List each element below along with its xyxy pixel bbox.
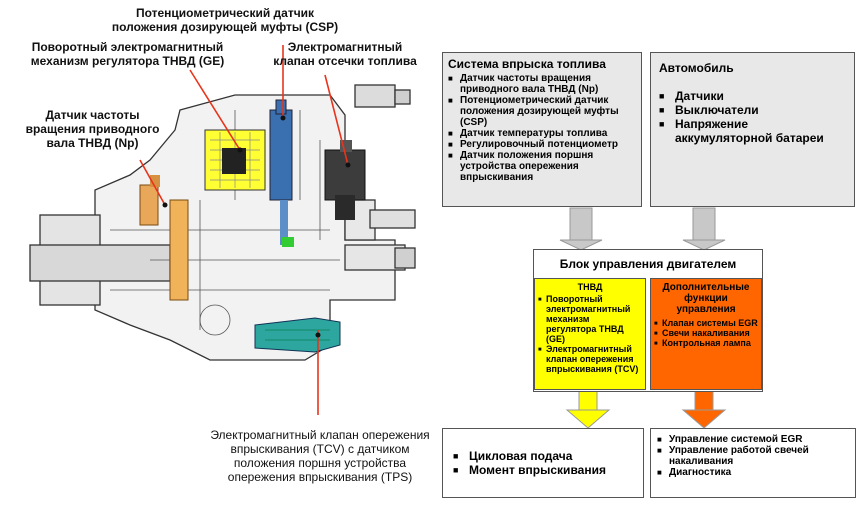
ge-mechanism-highlight bbox=[204, 129, 266, 191]
extra-box: Дополнительные функции управления Клапан… bbox=[650, 278, 762, 390]
pump-item: Электромагнитный клапан опережения впрыс… bbox=[538, 344, 642, 374]
green-element-highlight bbox=[282, 237, 294, 247]
fuel-system-title: Система впрыска топлива bbox=[448, 57, 606, 71]
label-tcv: Электромагнитный клапан опережения впрыс… bbox=[210, 428, 430, 484]
fuel-item: Потенциометрический датчик положения доз… bbox=[448, 95, 636, 128]
ecu-title: Блок управления двигателем bbox=[559, 257, 737, 271]
extra-title: Дополнительные функции управления bbox=[662, 282, 750, 315]
vehicle-item: Выключатели bbox=[659, 103, 846, 117]
orange-arrow bbox=[681, 389, 727, 429]
extra-item: Контрольная лампа bbox=[654, 338, 758, 349]
vehicle-item: Датчики bbox=[659, 89, 846, 103]
pump-item: Поворотный электромагнитный механизм рег… bbox=[538, 294, 642, 344]
extra-item: Свечи накаливания bbox=[654, 328, 758, 339]
csp-sensor-highlight bbox=[269, 109, 293, 201]
fuel-system-box: Система впрыска топлива Датчик частоты в… bbox=[442, 52, 642, 207]
fuel-item: Датчик температуры топлива bbox=[448, 128, 636, 139]
pump-box: ТНВД Поворотный электромагнитный механиз… bbox=[534, 278, 646, 390]
output-left-item: Цикловая подача bbox=[453, 449, 633, 463]
label-ge: Поворотный электромагнитный механизм рег… bbox=[30, 40, 225, 68]
output-left-box: Цикловая подача Момент впрыскивания bbox=[442, 428, 644, 498]
pump-title: ТНВД bbox=[577, 282, 603, 292]
output-left-item: Момент впрыскивания bbox=[453, 463, 633, 477]
label-np: Датчик частоты вращения приводного вала … bbox=[25, 108, 160, 150]
output-right-item: Диагностика bbox=[657, 467, 849, 478]
fuel-item: Датчик положения поршня устройства опере… bbox=[448, 150, 636, 183]
vehicle-title: Автомобиль bbox=[659, 61, 734, 75]
output-right-item: Управление работой свечей накаливания bbox=[657, 445, 849, 467]
label-csp: Потенциометрический датчик положения доз… bbox=[111, 6, 339, 34]
label-shutoff: Электромагнитный клапан отсечки топлива bbox=[273, 40, 417, 68]
tcv-valve-highlight bbox=[254, 317, 341, 353]
shutoff-valve-highlight bbox=[324, 140, 366, 220]
np-sensor-highlight bbox=[139, 175, 189, 301]
vehicle-box: Автомобиль Датчики Выключатели Напряжени… bbox=[650, 52, 855, 207]
yellow-arrow bbox=[565, 389, 611, 429]
output-right-item: Управление системой EGR bbox=[657, 434, 849, 445]
vehicle-item: Напряжение аккумуляторной батареи bbox=[659, 117, 846, 145]
ecu-box: Блок управления двигателем ТНВД Поворотн… bbox=[533, 249, 763, 392]
output-right-box: Управление системой EGR Управление работ… bbox=[650, 428, 856, 498]
extra-item: Клапан системы EGR bbox=[654, 318, 758, 329]
fuel-item: Датчик частоты вращения приводного вала … bbox=[448, 73, 636, 95]
fuel-item: Регулировочный потенциометр bbox=[448, 139, 636, 150]
